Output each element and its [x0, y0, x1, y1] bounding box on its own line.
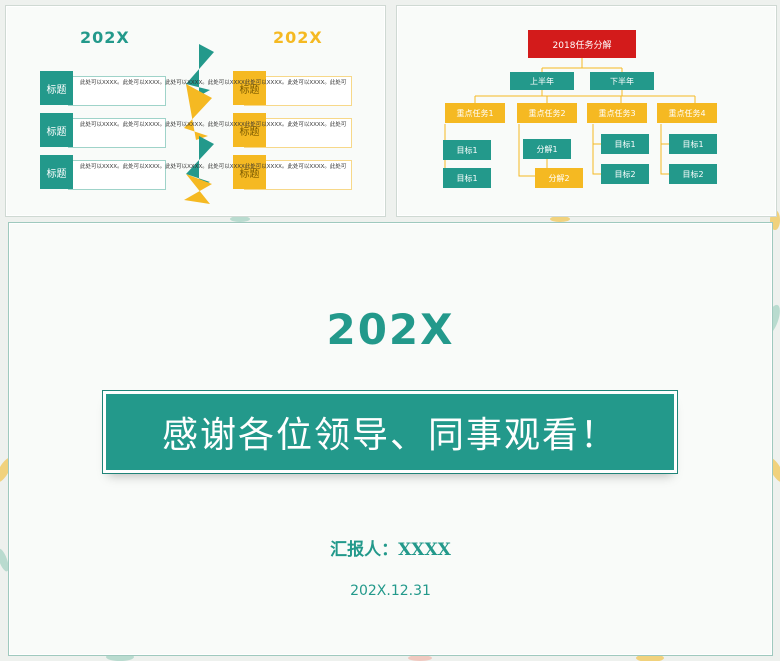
key-task-node: 重点任务2	[517, 103, 577, 123]
half-year-node: 上半年	[510, 72, 574, 90]
breakdown-node: 分解2	[535, 168, 583, 188]
slide-thank-you[interactable]: 202X 感谢各位领导、同事观看！ 汇报人：XXXX 202X.12.31	[8, 222, 773, 656]
slide-thumbnail-task-tree[interactable]: 2018任务分解 上半年 下半年 重点任务1 重点任务2 重点任务3 重点任务4…	[396, 5, 777, 217]
breakdown-node: 分解1	[523, 139, 571, 159]
row-text: 此处可以XXXX。此处可以XXXX。此处可以XXXX。此处可以XXXX此处可以X…	[80, 80, 347, 86]
row-title-tag: 标题	[40, 155, 73, 189]
task-root-node: 2018任务分解	[528, 30, 636, 58]
slide1-year-right: 202X	[273, 28, 323, 47]
goal-node: 目标2	[669, 164, 717, 184]
goal-node: 目标1	[601, 134, 649, 154]
thanks-banner: 感谢各位领导、同事观看！	[102, 390, 678, 474]
row-title-tag-right: 标题	[233, 71, 266, 105]
row-text: 此处可以XXXX。此处可以XXXX。此处可以XXXX。此处可以XXXX此处可以X…	[80, 164, 347, 170]
slide1-year-left: 202X	[80, 28, 130, 47]
goal-node: 目标2	[601, 164, 649, 184]
row-title-tag: 标题	[40, 113, 73, 147]
zigzag-arrow-decoration	[184, 44, 214, 204]
key-task-node: 重点任务3	[587, 103, 647, 123]
half-year-node: 下半年	[590, 72, 654, 90]
slide-thumbnail-timeline[interactable]: 202X 202X 标题 标题 标题 标题 标题 标题 此处可以XXXX。此处可…	[5, 5, 386, 217]
goal-node: 目标1	[669, 134, 717, 154]
row-title-tag-right: 标题	[233, 113, 266, 147]
row-title-tag: 标题	[40, 71, 73, 105]
closing-year-title: 202X	[326, 305, 455, 354]
row-text-clip: 此处可以XXXX。此处可以XXXX。此处可以XXXX。此处可以XXXX此处可以X…	[80, 76, 384, 176]
row-title-tag-right: 标题	[233, 155, 266, 189]
thanks-text: 感谢各位领导、同事观看！	[161, 415, 618, 456]
key-task-node: 重点任务4	[657, 103, 717, 123]
reporter-label: 汇报人：XXXX	[330, 540, 451, 560]
key-task-node: 重点任务1	[445, 103, 505, 123]
report-date: 202X.12.31	[350, 583, 431, 599]
row-text: 此处可以XXXX。此处可以XXXX。此处可以XXXX。此处可以XXXX此处可以X…	[80, 122, 347, 128]
goal-node: 目标1	[443, 140, 491, 160]
tree-connector-lines	[444, 58, 696, 183]
goal-node: 目标1	[443, 168, 491, 188]
